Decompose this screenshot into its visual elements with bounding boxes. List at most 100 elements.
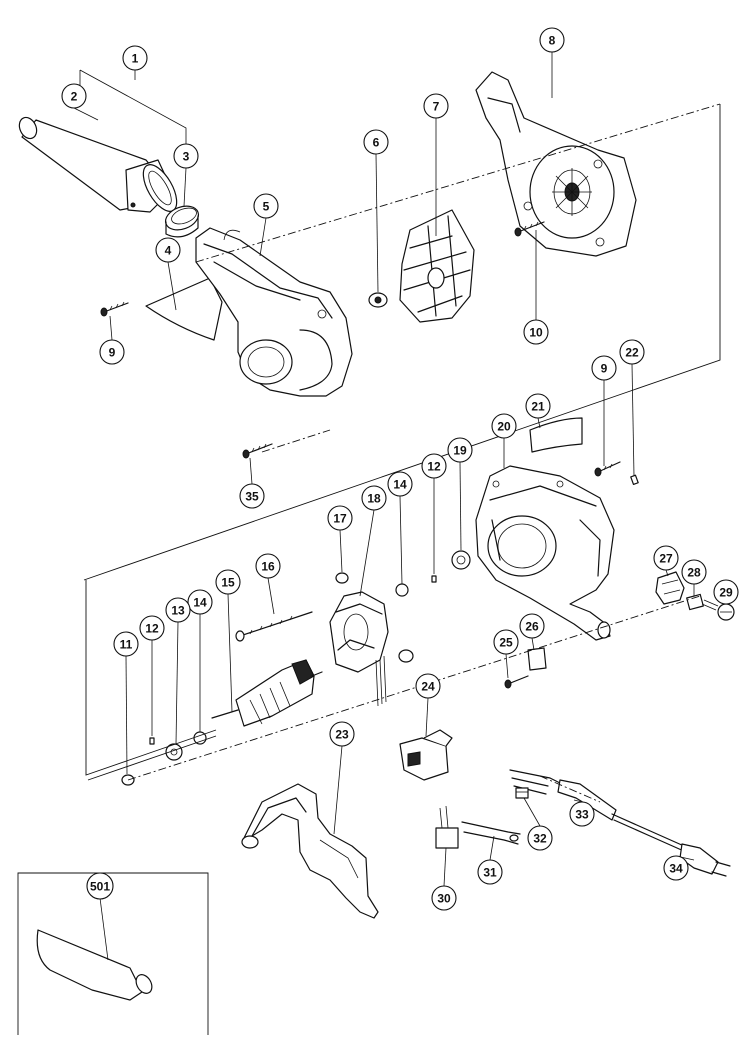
pin-part-12a [431, 575, 437, 583]
callout-number: 22 [625, 346, 639, 360]
nozzle-tube-part [18, 116, 178, 213]
callout-c20: 20 [491, 413, 517, 439]
callout-c27: 27 [653, 545, 679, 571]
callout-circle [415, 673, 441, 699]
callout-c18: 18 [361, 485, 387, 511]
callout-c11: 11 [113, 631, 139, 657]
callout-c7: 7 [423, 93, 449, 119]
screw-part-10 [514, 221, 545, 237]
callout-c29: 29 [713, 579, 739, 605]
callout-number: 26 [525, 620, 539, 634]
callout-c5: 5 [253, 193, 279, 219]
cord-clip-part [527, 647, 547, 671]
dust-bag-part [36, 929, 153, 1001]
callout-circle [421, 453, 447, 479]
callout-c1: 1 [122, 45, 148, 71]
callout-circle [327, 505, 353, 531]
front-housing-part [195, 227, 353, 397]
callout-circle [539, 27, 565, 53]
callout-circle [122, 45, 148, 71]
callout-circle [239, 483, 265, 509]
callout-c23: 23 [329, 721, 355, 747]
callout-number: 19 [453, 444, 467, 458]
callout-c10: 10 [523, 319, 549, 345]
callout-number: 7 [433, 100, 440, 114]
callout-number: 3 [183, 150, 190, 164]
pin-part-22 [630, 474, 639, 486]
callout-number: 31 [483, 866, 497, 880]
callout-number: 1 [132, 52, 139, 66]
callout-number: 15 [221, 576, 235, 590]
callout-number: 501 [90, 880, 110, 894]
callout-circle [253, 193, 279, 219]
callout-circle [523, 319, 549, 345]
callout-circle [525, 393, 551, 419]
callout-circle [173, 143, 199, 169]
name-plate-part [529, 417, 583, 453]
callout-circle [363, 129, 389, 155]
callout-number: 9 [109, 346, 116, 360]
callout-c2: 2 [61, 83, 87, 109]
callout-circle [527, 825, 553, 851]
callout-c35: 35 [239, 483, 265, 509]
callout-number: 25 [499, 636, 513, 650]
callout-c31: 31 [477, 859, 503, 885]
callout-circle [477, 859, 503, 885]
callout-c9a: 9 [99, 339, 125, 365]
switch-part [399, 729, 453, 781]
cord-nut-part [515, 787, 529, 799]
callout-number: 34 [669, 862, 683, 876]
callout-circle [113, 631, 139, 657]
callout-number: 23 [335, 728, 349, 742]
callout-c25: 25 [493, 629, 519, 655]
callout-circle [155, 237, 181, 263]
bearing-part-13 [165, 743, 183, 761]
fan-nut-part [368, 292, 388, 308]
callout-circle [187, 589, 213, 615]
callout-c8: 8 [539, 27, 565, 53]
callout-number: 20 [497, 420, 511, 434]
callout-1-bracket [79, 69, 187, 150]
callout-circle [619, 339, 645, 365]
upper-center-axis [195, 103, 721, 263]
callout-circle [99, 339, 125, 365]
wire-lead-part [461, 821, 521, 845]
cord-axis-line [539, 775, 601, 803]
screw-part-25 [504, 675, 529, 689]
callout-c9b: 9 [591, 355, 617, 381]
carbon-brush-part [686, 593, 719, 611]
callout-number: 8 [549, 34, 556, 48]
callout-c6: 6 [363, 129, 389, 155]
callout-number: 16 [261, 560, 275, 574]
callout-number: 11 [120, 638, 133, 652]
brush-cap-part [717, 603, 735, 621]
callout-number: 9 [601, 362, 608, 376]
callout-number: 17 [333, 512, 347, 526]
motor-housing-part [475, 465, 615, 641]
callout-c14b: 14 [187, 589, 213, 615]
callout-c12a: 12 [421, 453, 447, 479]
callout-circle [215, 569, 241, 595]
callout-number: 35 [245, 490, 259, 504]
lower-assembly-frame [85, 580, 217, 781]
callout-number: 30 [437, 892, 451, 906]
callout-number: 5 [263, 200, 270, 214]
upper-assembly-frame [83, 104, 721, 581]
callout-circle [431, 885, 457, 911]
callout-c14a: 14 [387, 471, 413, 497]
brush-spring-part [335, 572, 414, 663]
callout-circle [447, 437, 473, 463]
stator-part [329, 591, 389, 707]
callout-circle [591, 355, 617, 381]
callout-number: 27 [659, 552, 673, 566]
rear-housing-cover-part [475, 71, 637, 257]
callout-c501: 501 [86, 872, 114, 900]
callout-circle [61, 83, 87, 109]
callout-c19: 19 [447, 437, 473, 463]
callout-circle [663, 855, 689, 881]
callout-circle [255, 553, 281, 579]
pin-part-12b [149, 737, 155, 745]
callout-circle [491, 413, 517, 439]
screw-part-9a [100, 301, 129, 317]
screw-part-35 [242, 443, 273, 459]
